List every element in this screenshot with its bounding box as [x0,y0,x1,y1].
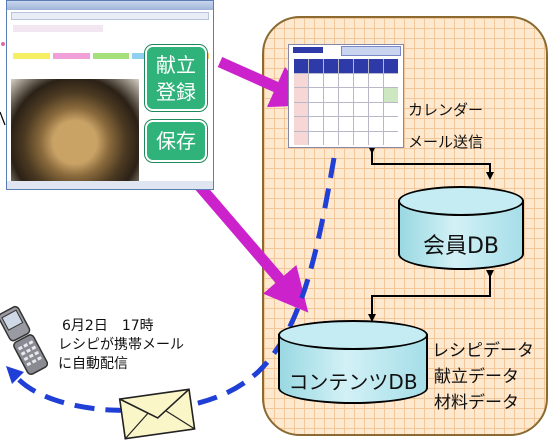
calendar-thumbnail [288,44,404,148]
arrow-to-calendar [217,56,317,108]
delivery-notice: 6月2日 17時 レシピが携帯メール に自動配信 [58,317,184,374]
site-header [13,25,103,32]
photo-pointer [0,111,6,126]
members-db-top [398,186,524,216]
delivery-notice-line: レシピが携帯メール [58,337,184,353]
dish-photo [11,79,139,181]
contents-db-top [278,320,428,350]
arrow-to-contents-db [191,178,309,313]
contents-item: レシピデータ [432,341,534,361]
browser-addressbar [11,12,209,20]
envelope-icon [118,388,196,440]
mail-delivery-path [11,157,337,413]
link-calendar-members [368,146,494,180]
calendar-grid [294,59,398,145]
mail-delivery-arrowhead [6,366,24,384]
contents-item: 献立データ [434,367,519,387]
pointer-dot [1,42,5,46]
delivery-notice-line: 6月2日 17時 [62,318,154,334]
contents-db-label: コンテンツDB [288,370,418,394]
link-members-contents [368,270,494,322]
contents-item-list: レシピデータ 献立データ 材料データ [432,338,534,416]
delivery-notice-line: に自動配信 [58,356,128,372]
members-db-label: 会員DB [422,234,500,259]
contents-item: 材料データ [434,393,519,413]
nav-tab [13,53,50,59]
browser-statusbar [7,181,213,189]
browser-titlebar [7,1,213,10]
menu-register-button[interactable]: 献立 登録 [144,44,208,112]
nav-tab [92,53,130,59]
phone-icon [0,305,48,375]
save-button[interactable]: 保存 [144,119,208,163]
calendar-title [293,47,323,53]
nav-tab [52,53,90,59]
calendar-caption: カレンダー メール送信 [408,101,484,151]
calendar-nav [341,46,401,56]
